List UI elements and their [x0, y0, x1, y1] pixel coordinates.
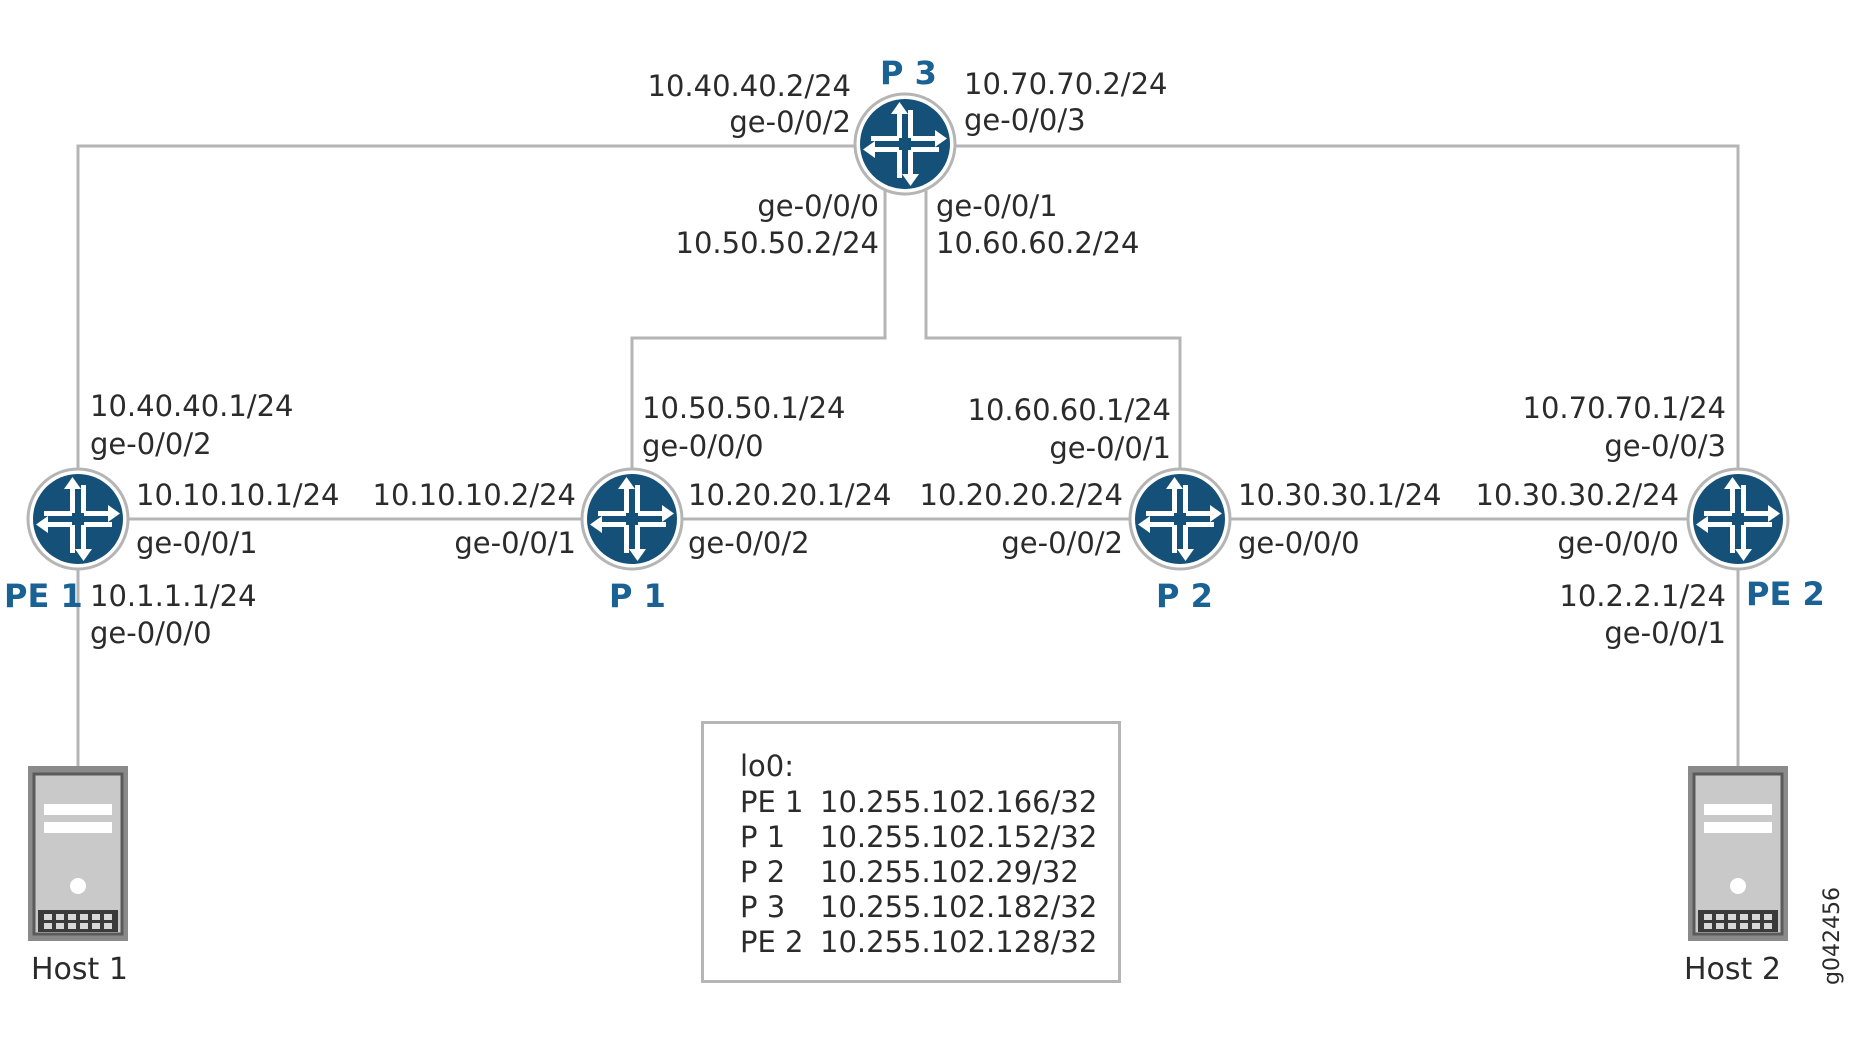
legend-address: 10.255.102.29/32: [820, 855, 1079, 889]
p1-ge000-ip: 10.50.50.1/24: [642, 391, 846, 425]
router-icon-p3: [855, 94, 955, 194]
p2-ge001-interface: ge-0/0/1: [1049, 431, 1171, 465]
legend-address: 10.255.102.152/32: [820, 820, 1098, 854]
pe2-ge003-interface: ge-0/0/3: [1604, 429, 1726, 463]
pe1-ge000-interface: ge-0/0/0: [90, 616, 212, 650]
legend-device: PE 2: [740, 925, 804, 959]
legend-row: P 1 10.255.102.152/32: [740, 823, 1097, 852]
legend-address: 10.255.102.182/32: [820, 890, 1098, 924]
node-label-pe2: PE 2: [1746, 575, 1825, 613]
server-icon-host2: [1686, 764, 1790, 943]
legend-device: P 1: [740, 820, 786, 854]
p3-ge000-interface: ge-0/0/0: [757, 189, 879, 223]
p2-ge000-interface: ge-0/0/0: [1238, 526, 1360, 560]
router-icon-p1: [582, 469, 682, 569]
loopback-legend: lo0: PE 1 10.255.102.166/32 P 1 10.255.102…: [701, 721, 1121, 983]
legend-row: P 3 10.255.102.182/32: [740, 893, 1097, 922]
router-icon-p2: [1130, 469, 1230, 569]
figure-id: g042456: [1820, 887, 1845, 985]
pe2-ge001-interface: ge-0/0/1: [1604, 616, 1726, 650]
link-pe1-p3: [76, 144, 905, 519]
host-label-host2: Host 2: [1684, 952, 1781, 987]
pe1-ge002-interface: ge-0/0/2: [90, 427, 212, 461]
p3-ge001-interface: ge-0/0/1: [936, 189, 1058, 223]
p1-ge001-interface: ge-0/0/1: [454, 526, 576, 560]
node-label-p1: P 1: [609, 577, 666, 615]
node-label-pe1: PE 1: [4, 577, 83, 615]
p1-ge002-ip: 10.20.20.1/24: [688, 478, 892, 512]
pe2-ge000-interface: ge-0/0/0: [1557, 526, 1679, 560]
pe2-ge001-ip: 10.2.2.1/24: [1559, 579, 1726, 613]
node-label-p2: P 2: [1156, 577, 1213, 615]
legend-address: 10.255.102.128/32: [820, 925, 1098, 959]
p3-ge001-ip: 10.60.60.2/24: [936, 226, 1140, 260]
p1-ge001-ip: 10.10.10.2/24: [372, 478, 576, 512]
p3-ge003-ip: 10.70.70.2/24: [964, 67, 1168, 101]
pe1-ge001-ip: 10.10.10.1/24: [136, 478, 340, 512]
p2-ge001-ip: 10.60.60.1/24: [967, 393, 1171, 427]
pe2-ge000-ip: 10.30.30.2/24: [1475, 478, 1679, 512]
p1-ge000-interface: ge-0/0/0: [642, 429, 764, 463]
node-label-p3: P 3: [880, 54, 937, 92]
legend-row: PE 2 10.255.102.128/32: [740, 928, 1097, 957]
legend-device: P 2: [740, 855, 786, 889]
server-icon-host1: [26, 764, 130, 943]
p2-ge002-ip: 10.20.20.2/24: [919, 478, 1123, 512]
pe1-ge001-interface: ge-0/0/1: [136, 526, 258, 560]
legend-device: PE 1: [740, 785, 804, 819]
link-p3-p1: [630, 146, 887, 519]
legend-row: PE 1 10.255.102.166/32: [740, 788, 1097, 817]
legend-title: lo0:: [740, 749, 795, 783]
p3-ge002-ip: 10.40.40.2/24: [647, 69, 851, 103]
p3-ge002-interface: ge-0/0/2: [729, 105, 851, 139]
pe2-ge003-ip: 10.70.70.1/24: [1522, 391, 1726, 425]
p1-ge002-interface: ge-0/0/2: [688, 526, 810, 560]
host-label-host1: Host 1: [31, 952, 128, 987]
p3-ge003-interface: ge-0/0/3: [964, 103, 1086, 137]
legend-address: 10.255.102.166/32: [820, 785, 1098, 819]
p2-ge000-ip: 10.30.30.1/24: [1238, 478, 1442, 512]
link-p3-pe2: [905, 144, 1740, 519]
p3-ge000-ip: 10.50.50.2/24: [675, 226, 879, 260]
router-icon-pe2: [1688, 469, 1788, 569]
pe1-ge000-ip: 10.1.1.1/24: [90, 579, 257, 613]
router-icon-pe1: [28, 469, 128, 569]
legend-device: P 3: [740, 890, 786, 924]
legend-row: P 2 10.255.102.29/32: [740, 858, 1079, 887]
pe1-ge002-ip: 10.40.40.1/24: [90, 389, 294, 423]
p2-ge002-interface: ge-0/0/2: [1001, 526, 1123, 560]
link-p3-p2: [924, 146, 1182, 519]
